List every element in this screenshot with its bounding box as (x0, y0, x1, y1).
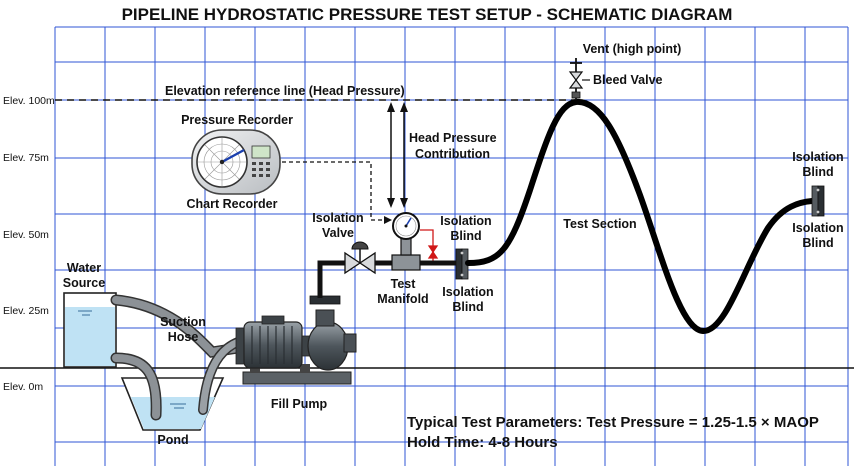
vent-label: Vent (high point) (583, 42, 682, 56)
motor-cooling-fins (251, 326, 293, 364)
pump-motor (243, 321, 303, 369)
right-isolation-blind-top-label-line2: Blind (802, 165, 833, 179)
test-parameters-line2: Hold Time: 4-8 Hours (407, 434, 558, 451)
test-section-label: Test Section (563, 217, 636, 231)
elevation-label-75m: Elev. 75m (3, 152, 49, 164)
isolation-blind-bottom-label-line1: Isolation (442, 285, 493, 299)
relief-valve[interactable] (420, 229, 439, 263)
isolation-blind-bottom-label-line2: Blind (452, 300, 483, 314)
elevation-label-100m: Elev. 100m (3, 95, 55, 107)
fill-pump-label: Fill Pump (271, 397, 328, 411)
water-source-label-line2: Source (63, 276, 105, 290)
suction-hose-label-line2: Hose (168, 330, 199, 344)
isolation-valve[interactable] (344, 241, 376, 275)
pump-discharge-flange (309, 295, 341, 305)
water-source-label-line1: Water (67, 261, 101, 275)
recorder-keypad (252, 162, 270, 177)
bleed-valve[interactable] (568, 58, 590, 100)
elevation-label-25m: Elev. 25m (3, 305, 49, 317)
recorder-pen-arm (221, 148, 245, 164)
head-pressure-label-line1: Head Pressure (409, 131, 497, 145)
chart-recorder[interactable] (191, 129, 281, 195)
isolation-blind-top-label-line2: Blind (450, 229, 481, 243)
pond-label: Pond (157, 433, 188, 447)
isolation-blind-top-label-line1: Isolation (440, 214, 491, 228)
fill-pump[interactable] (235, 295, 357, 385)
test-manifold-label-line1: Test (391, 277, 417, 291)
page-title: PIPELINE HYDROSTATIC PRESSURE TEST SETUP… (122, 5, 733, 24)
elevation-label-0m: Elev. 0m (3, 381, 43, 393)
chart-recorder-label: Chart Recorder (187, 197, 278, 211)
right-isolation-blind-bottom-label-line1: Isolation (792, 221, 843, 235)
test-manifold-label-line2: Manifold (377, 292, 428, 306)
signal-arrow (384, 216, 392, 224)
isolation-blind-right[interactable] (811, 185, 825, 217)
water-source-tank (63, 292, 117, 368)
elevation-label-50m: Elev. 50m (3, 229, 49, 241)
bleed-valve-label: Bleed Valve (593, 73, 663, 87)
test-parameters-line1: Typical Test Parameters: Test Pressure =… (407, 414, 819, 431)
head-pressure-label-line2: Contribution (415, 147, 490, 161)
pressure-recorder-label: Pressure Recorder (181, 113, 293, 127)
discharge-pipe (317, 260, 345, 298)
suction-hose-label-line1: Suction (160, 315, 206, 329)
head-pressure-arrows (387, 102, 408, 208)
isolation-valve-label-line2: Valve (322, 226, 354, 240)
test-manifold[interactable] (391, 237, 421, 271)
isolation-valve-label-line1: Isolation (312, 211, 363, 225)
right-isolation-blind-top-label-line1: Isolation (792, 150, 843, 164)
right-isolation-blind-bottom-label-line2: Blind (802, 236, 833, 250)
suction-hose (110, 294, 244, 421)
elevation-reference-label: Elevation reference line (Head Pressure) (165, 84, 405, 98)
test-section-pipeline (465, 98, 815, 335)
recorder-signal-line (282, 161, 386, 221)
pressure-gauge[interactable] (392, 212, 420, 240)
recorder-display (251, 145, 271, 159)
pump-volute (307, 321, 349, 371)
